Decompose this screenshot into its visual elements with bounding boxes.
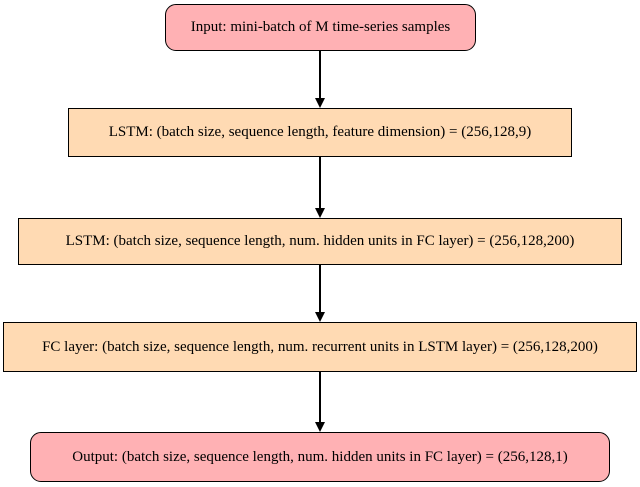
- node-input: Input: mini-batch of M time-series sampl…: [165, 4, 476, 51]
- arrow-shaft: [319, 157, 321, 210]
- arrowhead-down-icon: [315, 208, 325, 218]
- node-fc-layer: FC layer: (batch size, sequence length, …: [3, 322, 637, 372]
- arrow-shaft: [319, 372, 321, 424]
- arrow-fc-to-output: [314, 372, 326, 432]
- node-fc-layer-label: FC layer: (batch size, sequence length, …: [42, 338, 598, 355]
- arrow-shaft: [319, 265, 321, 314]
- arrow-shaft: [319, 51, 321, 100]
- arrow-input-to-lstm1: [314, 51, 326, 108]
- node-output-label: Output: (batch size, sequence length, nu…: [72, 448, 568, 465]
- node-lstm-2-label: LSTM: (batch size, sequence length, num.…: [65, 233, 575, 249]
- arrowhead-down-icon: [315, 312, 325, 322]
- arrowhead-down-icon: [315, 98, 325, 108]
- node-input-label: Input: mini-batch of M time-series sampl…: [190, 19, 451, 35]
- node-lstm-1-label: LSTM: (batch size, sequence length, feat…: [108, 124, 532, 140]
- arrowhead-down-icon: [315, 422, 325, 432]
- node-output: Output: (batch size, sequence length, nu…: [30, 432, 610, 482]
- arrow-lstm2-to-fc: [314, 265, 326, 322]
- node-lstm-2: LSTM: (batch size, sequence length, num.…: [18, 218, 622, 265]
- node-lstm-1: LSTM: (batch size, sequence length, feat…: [68, 108, 572, 157]
- arrow-lstm1-to-lstm2: [314, 157, 326, 218]
